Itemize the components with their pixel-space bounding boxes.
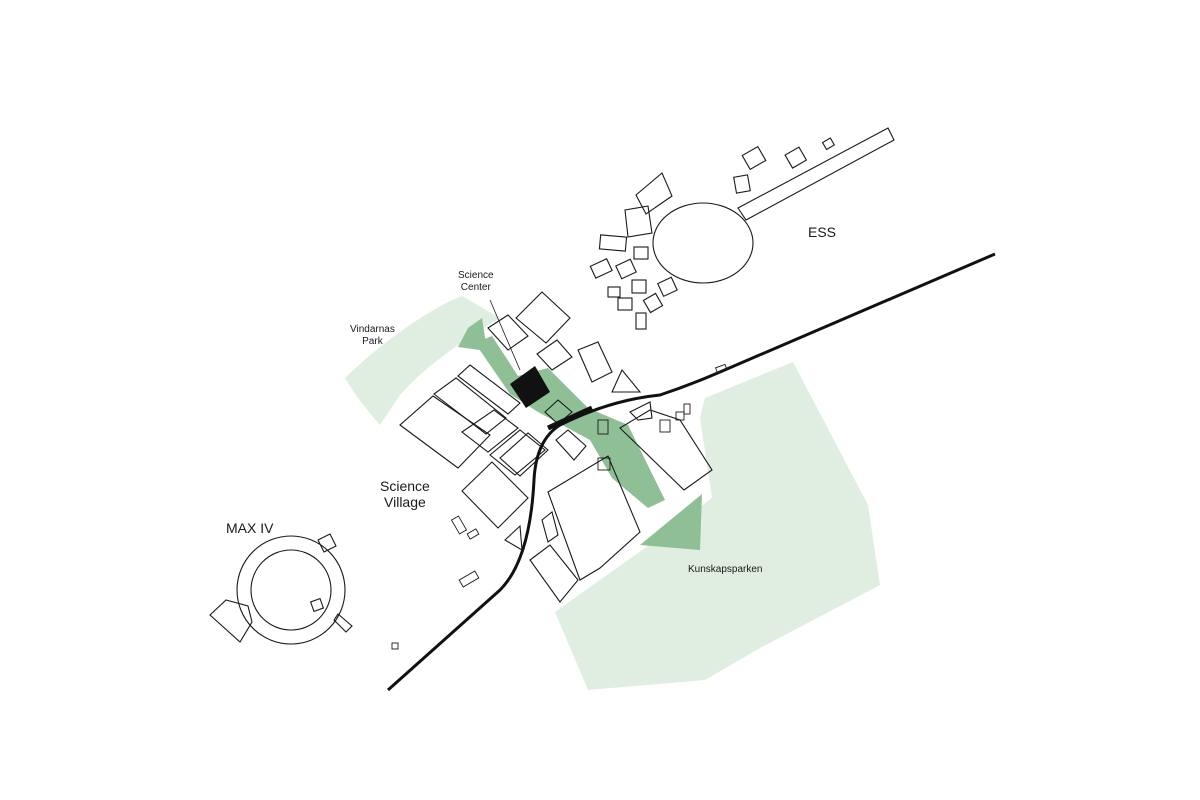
small-structure: [597, 419, 609, 435]
block: [529, 544, 579, 603]
block: [457, 364, 521, 415]
ess-building: [617, 297, 633, 311]
ess-building: [607, 286, 621, 298]
max-iv-facility: [209, 533, 353, 645]
max-iv-linac: [317, 533, 337, 553]
block: [629, 401, 653, 421]
ess-building: [615, 258, 637, 280]
label-kunskapsparken: Kunskapsparken: [688, 564, 763, 575]
small-structure: [675, 411, 685, 421]
label-science-village-line-2: Village: [384, 494, 426, 511]
ess-building: [633, 246, 649, 260]
label-science-center-line-2: Center: [460, 281, 491, 293]
label-vindarnas-park: Vindarnas Park: [350, 324, 395, 347]
small-structure: [466, 528, 480, 540]
label-vindarnas-park-line-1: Vindarnas: [350, 324, 395, 335]
label-science-center: Science Center: [458, 270, 494, 293]
label-science-village: Science Village: [380, 478, 430, 510]
small-structure: [715, 363, 728, 374]
block: [461, 461, 529, 529]
max-iv-annex: [209, 599, 253, 643]
ess-linac: [737, 127, 895, 221]
ess-building: [635, 312, 647, 330]
vindarnas-park-area: [345, 296, 500, 425]
max-iv-outer-ring: [236, 535, 346, 645]
road-bridge: [546, 405, 594, 431]
block: [536, 339, 573, 371]
ess-facility: [589, 127, 895, 330]
block: [399, 395, 491, 469]
small-structure: [659, 419, 671, 433]
ess-building: [821, 137, 836, 151]
block: [577, 341, 613, 383]
ess-building: [733, 174, 751, 194]
small-structure: [391, 642, 399, 650]
ess-building: [631, 279, 647, 294]
block: [433, 377, 507, 435]
ess-building: [598, 234, 628, 252]
label-max-iv: MAX IV: [226, 520, 274, 536]
ess-building: [784, 146, 808, 169]
block: [487, 314, 529, 351]
axis-corridor: [475, 336, 665, 508]
block: [489, 429, 546, 476]
science-center-leader: [489, 299, 521, 371]
ess-building: [589, 258, 613, 279]
ess-building: [635, 172, 673, 215]
ess-building: [741, 145, 767, 171]
ess-building: [656, 276, 678, 298]
ess-building: [624, 205, 653, 238]
block: [515, 291, 571, 344]
block: [544, 399, 573, 425]
axis-southeast-arrow: [640, 494, 702, 550]
ess-ring: [652, 202, 754, 284]
small-structure: [683, 403, 691, 415]
label-ess: ESS: [808, 224, 837, 240]
label-science-center-line-1: Science: [458, 270, 494, 281]
max-iv-building: [309, 597, 325, 613]
max-iv-beamline: [333, 613, 353, 633]
block: [541, 511, 559, 543]
block: [555, 429, 587, 461]
science-center-building: [510, 366, 550, 408]
kunskapsparken-area: [555, 362, 880, 690]
green-axis: [458, 318, 702, 550]
block: [499, 432, 549, 477]
label-science-village-line-1: Science: [380, 478, 430, 494]
small-structures: [391, 363, 728, 650]
building-blocks: [399, 291, 713, 603]
small-structure: [458, 570, 480, 588]
max-iv-inner-ring: [250, 549, 332, 631]
small-structure: [450, 515, 468, 535]
block: [504, 524, 523, 552]
small-structure: [597, 457, 611, 471]
ess-building: [642, 292, 664, 314]
block: [619, 409, 713, 491]
label-vindarnas-park-line-2: Park: [362, 335, 383, 347]
block: [611, 368, 642, 393]
block: [461, 409, 519, 453]
